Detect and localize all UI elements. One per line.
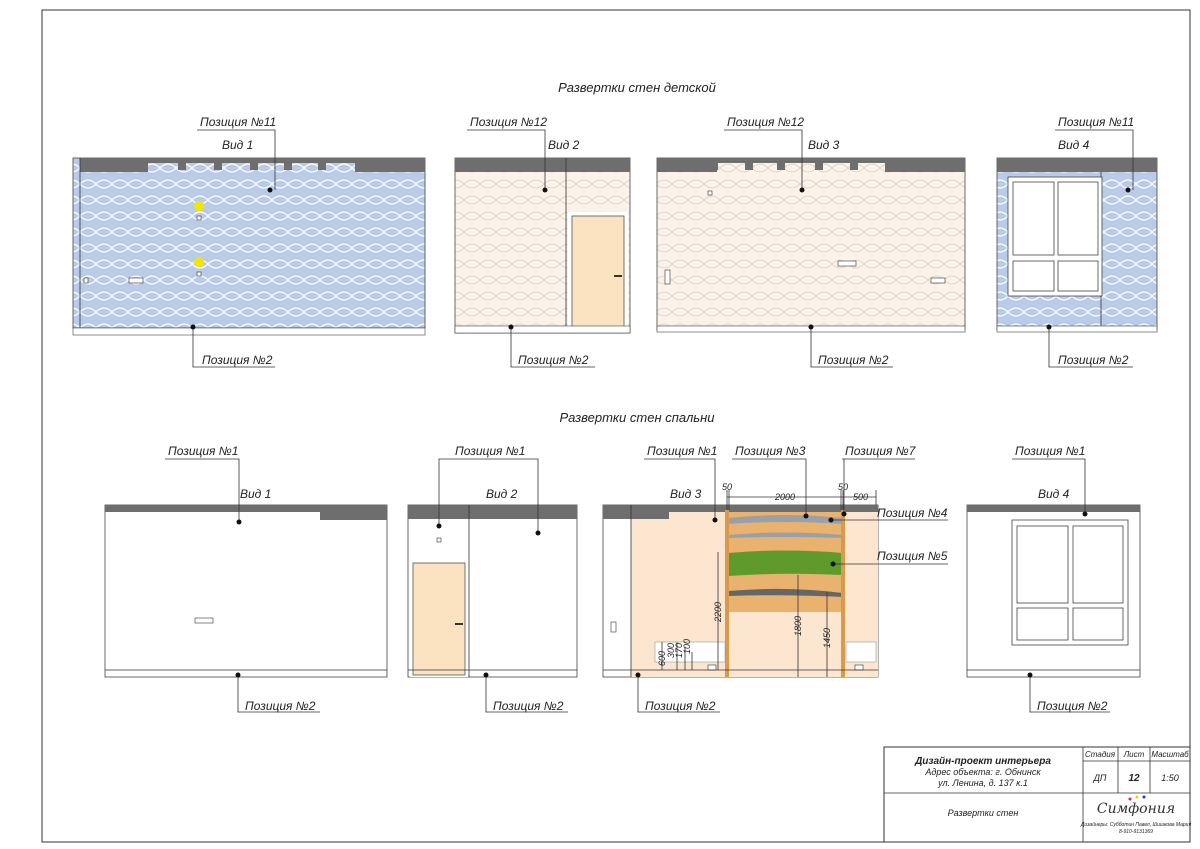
text-label: 12 [1128,773,1140,784]
callout-label: Позиция №2 [493,699,564,713]
text-label: 50 [722,482,732,492]
door [412,562,466,676]
sheet-frame [41,9,1191,843]
dimension-labels: 50 2000 50 500 2200 1800 1450 600 300 17… [657,482,868,666]
view-label: Вид 3 [670,487,702,501]
text-label: 2000 [774,492,795,502]
kids-elevation-2 [454,157,631,334]
callout-label: Позиция №1 [1015,444,1085,458]
text-label: Развертки стен [948,808,1019,818]
callout-label: Позиция №2 [818,353,889,367]
view-label: Вид 2 [486,487,518,501]
callout-label: Позиция №12 [470,115,547,129]
callout-label: Позиция №1 [168,444,238,458]
title-block: Дизайн-проект интерьера Адрес объекта: г… [883,746,1192,843]
kids-elevation-1 [72,157,426,336]
callout-label: Позиция №1 [455,444,525,458]
kids-elevation-3 [656,157,966,333]
text-label: 100 [682,639,692,654]
lamp-icon [194,201,204,211]
view-label: Вид 1 [222,138,253,152]
text-label: 1:50 [1161,773,1179,783]
view-label: Вид 4 [1058,138,1090,152]
text-label: 8-910-9131369 [1119,829,1153,835]
section-title-bedroom: Развертки стен спальни [559,410,714,425]
callout-label: Позиция №4 [877,506,948,520]
bedroom-elevation-4 [966,504,1141,678]
kids-elevation-4 [996,157,1158,333]
text-label: Лист [1123,750,1145,759]
window [1007,176,1103,297]
view-label: Вид 4 [1038,487,1070,501]
callout-label: Позиция №7 [845,444,917,458]
callout-label: Позиция №3 [735,444,806,458]
logo: Симфония [1097,795,1175,817]
bed-headboard [725,510,845,677]
section-title-kids: Развертки стен детской [558,80,716,95]
callout-label: Позиция №11 [200,115,276,129]
callout-label: Позиция №5 [877,549,948,563]
lamp-icon [194,257,204,267]
socket-icon [128,277,144,284]
text-label: 1800 [793,616,803,636]
callout-label: Позиция №2 [1037,699,1108,713]
text-label: 170 [674,643,684,658]
text-label: ул. Ленина, д. 137 к.1 [937,778,1028,788]
callout-label: Позиция №2 [202,353,273,367]
callout-label: Позиция №11 [1058,115,1134,129]
view-label: Вид 2 [548,138,580,152]
text-label: Дизайн-проект интерьера [914,756,1051,767]
bedroom-elevation-3 [602,490,879,678]
callout-label: Позиция №2 [245,699,316,713]
text-label: 600 [657,651,667,666]
callout-label: Позиция №2 [518,353,589,367]
window [1011,519,1129,646]
text-label: 50 [838,482,848,492]
text-label: ДП [1093,773,1107,783]
text-label: 500 [853,492,868,502]
bedroom-elevation-2 [407,504,578,678]
text-label: Масштаб [1151,750,1189,759]
callout-label: Позиция №1 [647,444,717,458]
callout-label: Позиция №2 [645,699,716,713]
door [571,215,625,334]
callout-label: Позиция №12 [727,115,804,129]
text-label: Стадия [1085,750,1116,759]
callout-label: Позиция №2 [1058,353,1129,367]
text-label: Дизайнеры: Субботин Павел, Шишкова Мария [1080,821,1192,828]
view-label: Вид 3 [808,138,840,152]
bedroom-elevation-1 [104,504,388,678]
text-label: Симфония [1097,801,1175,817]
text-label: 300 [666,643,676,658]
text-label: 2200 [713,602,723,623]
switch-icon [83,277,89,284]
text-label: 1450 [822,628,832,648]
view-label: Вид 1 [240,487,271,501]
text-label: Адрес объекта: г. Обнинск [924,767,1041,777]
